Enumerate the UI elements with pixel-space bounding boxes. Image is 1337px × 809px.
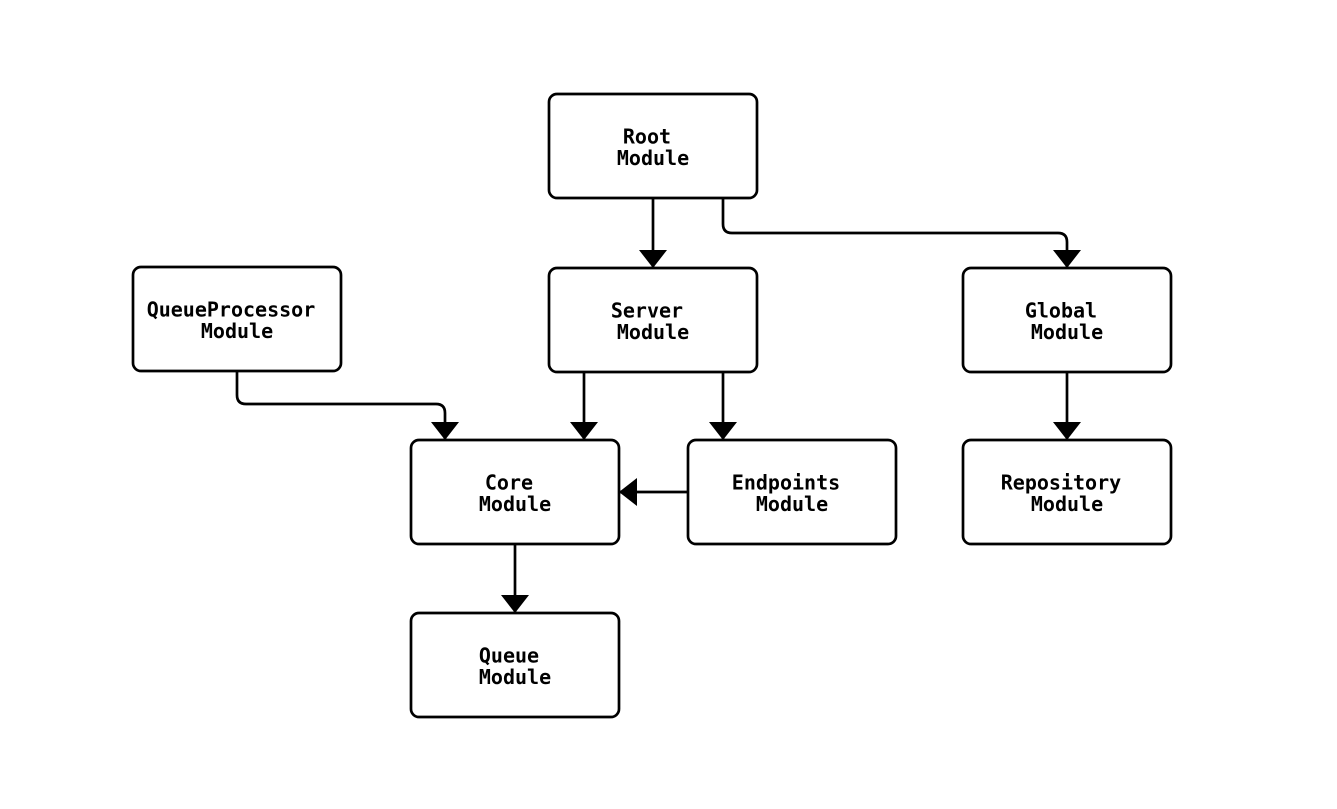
node-label-line2: Module	[617, 146, 689, 170]
node-label-line2: Module	[479, 492, 551, 516]
node-label-line2: Module	[479, 665, 551, 689]
node-label-line1: Global	[1025, 299, 1097, 323]
node-queue-module: Queue Module	[409, 611, 621, 719]
node-label: QueueProcessor Module	[147, 298, 328, 344]
node-label: Core Module	[479, 471, 551, 517]
node-repository-module: Repository Module	[961, 438, 1173, 546]
node-endpoints-module: Endpoints Module	[686, 438, 898, 546]
node-label: Queue Module	[479, 644, 551, 690]
node-label: Server Module	[611, 299, 695, 345]
node-label-line1: Endpoints	[732, 471, 840, 495]
node-label: Endpoints Module	[732, 471, 852, 517]
node-label-line1: Queue	[479, 644, 539, 668]
node-label-line1: Server	[611, 299, 683, 323]
node-label-line2: Module	[201, 319, 273, 343]
node-label-line1: Root	[623, 125, 671, 149]
node-label-line1: QueueProcessor	[147, 298, 316, 322]
node-server-module: Server Module	[547, 266, 759, 374]
edge-queueprocessor-to-core	[235, 371, 459, 440]
node-label-line1: Core	[485, 471, 533, 495]
node-core-module: Core Module	[409, 438, 621, 546]
node-global-module: Global Module	[961, 266, 1173, 374]
node-label: Repository Module	[1001, 471, 1133, 517]
node-label: Global Module	[1025, 299, 1109, 345]
node-label-line2: Module	[617, 320, 689, 344]
node-label: Root Module	[617, 125, 689, 171]
node-root-module: Root Module	[547, 92, 759, 200]
node-label-line2: Module	[1031, 320, 1103, 344]
node-label-line2: Module	[1031, 492, 1103, 516]
node-label-line1: Repository	[1001, 471, 1121, 495]
node-label-line2: Module	[756, 492, 828, 516]
edge-root-to-global	[721, 198, 1081, 268]
node-queueprocessor-module: QueueProcessor Module	[131, 265, 343, 373]
